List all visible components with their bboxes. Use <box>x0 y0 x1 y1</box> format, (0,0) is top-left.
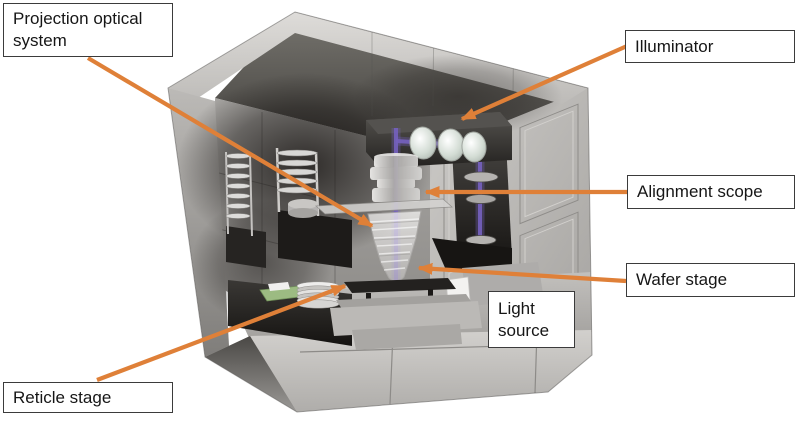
label-alignment-scope: Alignment scope <box>627 175 795 209</box>
base-front <box>205 330 592 412</box>
alignment-scope-3d <box>370 153 422 202</box>
lens-1 <box>409 126 437 160</box>
label-wafer-stage: Wafer stage <box>626 263 795 297</box>
callout-arrows <box>86 44 628 382</box>
projection-lens-3d <box>367 210 422 285</box>
reticle-plate <box>315 198 453 215</box>
wafer-stage-3d <box>323 278 482 350</box>
wafer-stage-arrow <box>417 262 627 284</box>
reticle-stage-arrow <box>96 284 347 382</box>
label-projection-optical-system: Projection optical system <box>3 3 173 57</box>
label-reticle-stage: Reticle stage <box>3 382 173 413</box>
machine-outline <box>167 11 593 413</box>
lens-3 <box>461 131 487 163</box>
base-left-face <box>205 336 297 412</box>
machine-enclosure <box>168 12 592 412</box>
label-illuminator: Illuminator <box>625 30 795 63</box>
label-light-source: Light source <box>488 291 575 348</box>
reticle-library <box>225 147 352 268</box>
illuminator-arrow <box>460 44 628 121</box>
projection-optical-system-arrow <box>86 56 374 228</box>
